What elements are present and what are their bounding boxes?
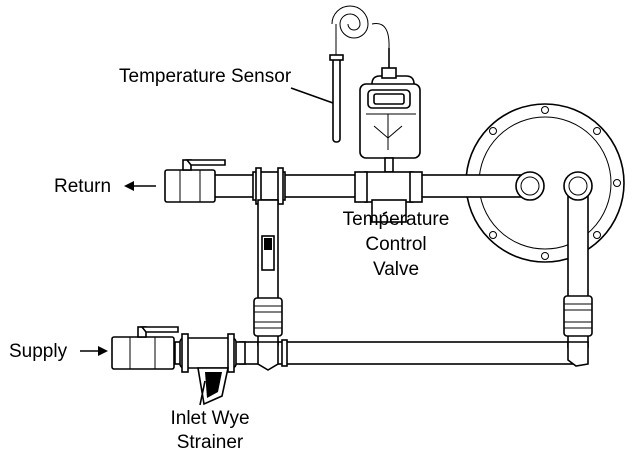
supply-arrow-icon xyxy=(80,346,108,356)
supply-ball-valve xyxy=(111,326,179,370)
right-riser-pipe xyxy=(567,194,589,367)
tank-return-port xyxy=(515,171,545,201)
strainer-label-line1: Inlet Wye xyxy=(170,408,249,429)
right-riser-union xyxy=(563,295,593,337)
inlet-wye-strainer xyxy=(179,333,237,406)
return-tee xyxy=(252,167,286,205)
strainer-label-line2: Strainer xyxy=(177,432,244,453)
supply-label: Supply xyxy=(9,341,68,362)
return-label: Return xyxy=(54,176,111,197)
strainer-leader-line xyxy=(199,380,206,406)
temperature-sensor-label: Temperature Sensor xyxy=(119,66,292,87)
bypass-check-valve xyxy=(261,235,275,271)
valve-label-line3: Valve xyxy=(373,259,419,280)
supply-tee xyxy=(257,339,288,371)
sensor-leader-line xyxy=(290,87,334,104)
temperature-control-valve xyxy=(354,48,423,223)
bypass-union xyxy=(253,297,283,337)
valve-leader-line xyxy=(382,211,388,215)
tank-supply-port xyxy=(563,171,593,201)
return-arrow-icon xyxy=(124,181,156,191)
temperature-sensor xyxy=(329,5,390,143)
return-ball-valve xyxy=(164,159,226,203)
valve-label-line2: Control xyxy=(365,234,426,255)
valve-label-line1: Temperature xyxy=(343,209,450,230)
